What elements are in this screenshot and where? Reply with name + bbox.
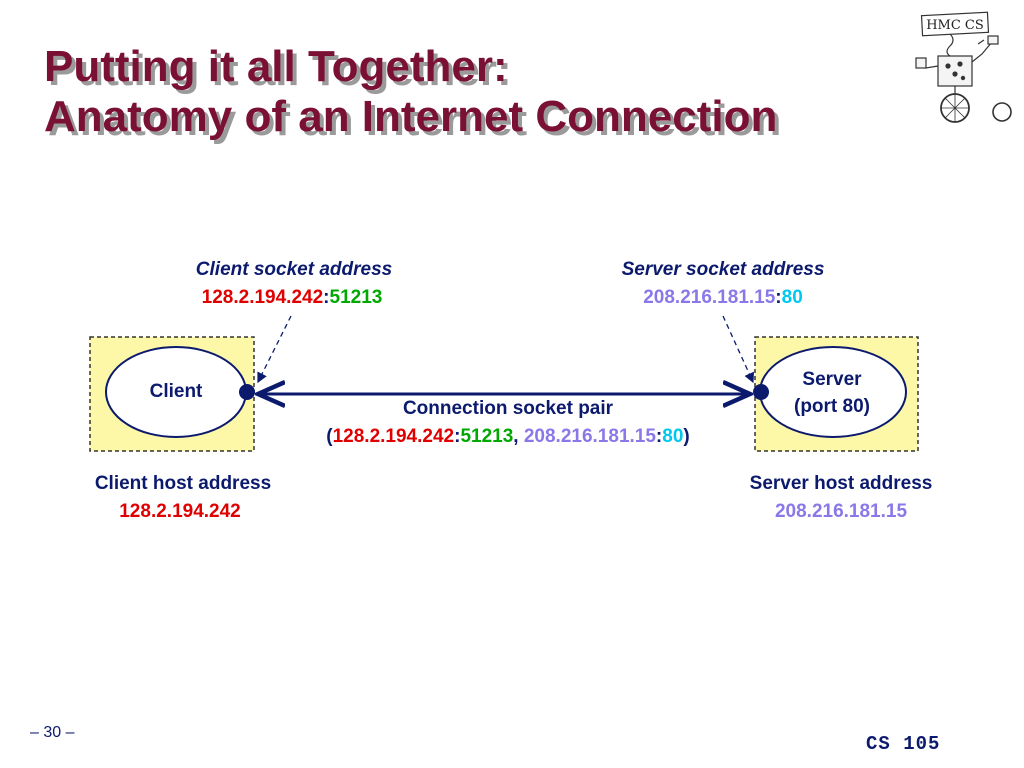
- server-port-label: (port 80): [794, 396, 870, 417]
- hmc-cs-logo: HMC CS: [915, 11, 1012, 123]
- pair-comma: ,: [513, 426, 524, 447]
- client-host-title: Client host address: [94, 473, 272, 494]
- server-host-title: Server host address: [749, 473, 933, 494]
- pair-server-ip: 208.216.181.15: [523, 426, 656, 447]
- pair-open-paren: (: [326, 426, 333, 447]
- pair-server-port: 80: [662, 426, 684, 447]
- client-socket-address: 128.2.194.242:51213: [202, 287, 383, 309]
- client-label: Client: [149, 381, 203, 402]
- server-host-ip: 208.216.181.15: [774, 501, 908, 522]
- logo-sign: HMC CS: [920, 11, 990, 37]
- title-line-2-shadow: Anatomy of an Internet Connection: [48, 96, 782, 145]
- client-socket-dot: [239, 384, 255, 400]
- logo-text: HMC CS: [926, 18, 984, 33]
- title-line-2: Anatomy of an Internet Connection Anatom…: [44, 92, 781, 145]
- server-socket-port: 80: [781, 287, 803, 308]
- pair-close-paren: ): [683, 426, 690, 447]
- server-socket-address: 208.216.181.15:80: [643, 287, 803, 309]
- slide-title: Putting it all Together: Putting it all …: [44, 42, 781, 145]
- title-line-2-text: Anatomy of an Internet Connection: [44, 92, 778, 141]
- title-line-1: Putting it all Together: Putting it all …: [44, 42, 777, 95]
- client-socket-port: 51213: [329, 287, 383, 308]
- client-host-ip: 128.2.194.242: [119, 501, 241, 522]
- page-number: – 30 –: [30, 724, 75, 741]
- title-line-1-text: Putting it all Together:: [44, 42, 508, 91]
- pair-sep-1: :: [454, 426, 461, 447]
- server-socket-pointer: [722, 315, 754, 384]
- client-socket-ip: 128.2.194.242: [201, 287, 324, 308]
- server-socket-dot: [753, 384, 769, 400]
- connection-pair-title: Connection socket pair: [402, 398, 614, 419]
- server-socket-ip: 208.216.181.15: [643, 287, 776, 308]
- course-label: CS 105: [866, 733, 941, 755]
- server-socket-title: Server socket address: [621, 259, 825, 280]
- client-socket-title: Client socket address: [195, 259, 393, 280]
- logo-robot: [915, 33, 1012, 123]
- title-line-1-shadow: Putting it all Together:: [48, 46, 512, 95]
- client-socket-pointer: [257, 315, 292, 384]
- pair-client-ip: 128.2.194.242: [332, 426, 455, 447]
- connection-pair-value: (128.2.194.242:51213, 208.216.181.15:80): [326, 426, 689, 448]
- pair-sep-2: :: [655, 426, 663, 447]
- pair-client-port: 51213: [460, 426, 514, 447]
- server-socket-sep: :: [775, 287, 782, 308]
- server-ellipse: [759, 346, 907, 438]
- client-socket-sep: :: [323, 287, 330, 308]
- server-label: Server: [802, 369, 862, 390]
